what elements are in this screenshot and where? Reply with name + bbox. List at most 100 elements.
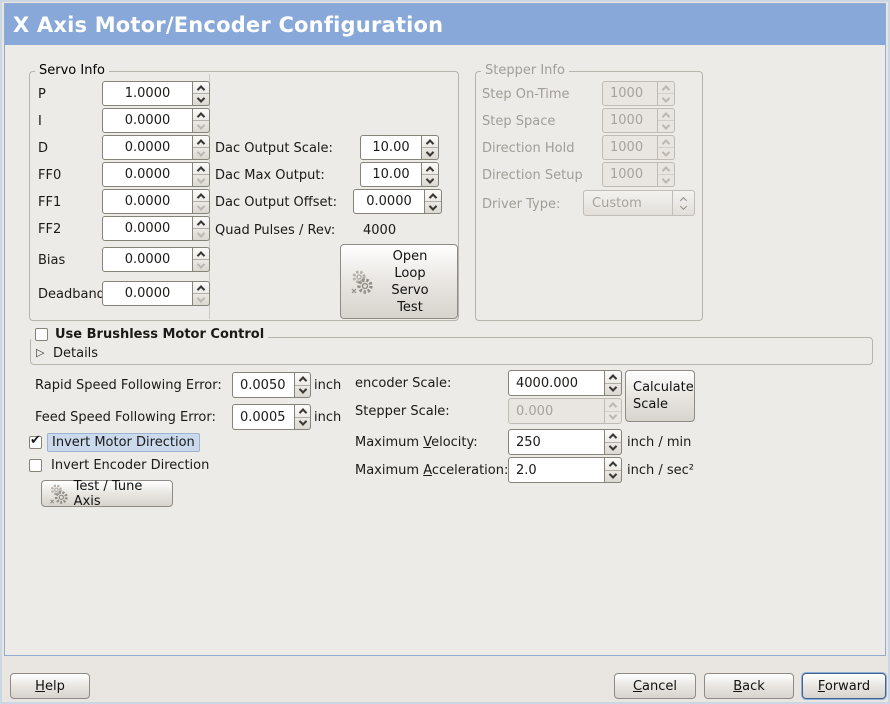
spin-up-icon[interactable] <box>295 373 310 385</box>
ff2-spin-buttons[interactable] <box>193 216 210 241</box>
test-tune-axis-button[interactable]: Test / Tune Axis <box>41 479 173 509</box>
ff2-label: FF2 <box>38 222 62 237</box>
spin-up-icon[interactable] <box>193 109 209 121</box>
step-on-time-label: Step On-Time <box>482 87 570 102</box>
bias-spin-buttons[interactable] <box>193 247 210 272</box>
cancel-button[interactable]: Cancel <box>614 673 696 699</box>
ff2-input[interactable]: 0.0000 <box>102 216 193 241</box>
p-spin-buttons[interactable] <box>193 81 210 106</box>
ff1-input[interactable]: 0.0000 <box>102 189 193 214</box>
i-spin-buttons[interactable] <box>193 108 210 133</box>
stepper-scale-label: Stepper Scale: <box>355 404 450 419</box>
spin-up-icon[interactable] <box>605 371 621 383</box>
details-expander-label[interactable]: Details <box>53 346 99 361</box>
d-label: D <box>38 141 49 156</box>
help-button-label: Help <box>35 678 65 694</box>
maximum-velocity-spin-buttons[interactable] <box>605 429 622 455</box>
dac-output-scale-input[interactable]: 10.00 <box>360 135 422 160</box>
encoder-scale-spin-buttons[interactable] <box>605 370 622 396</box>
rapid-following-error-input[interactable]: 0.0050 <box>232 372 295 398</box>
d-spin-buttons[interactable] <box>193 135 210 160</box>
back-button[interactable]: Back <box>704 673 794 699</box>
i-input[interactable]: 0.0000 <box>102 108 193 133</box>
spin-up-icon[interactable] <box>193 82 209 94</box>
deadband-input[interactable]: 0.0000 <box>102 281 193 306</box>
expander-arrow-icon[interactable]: ▷ <box>36 346 45 359</box>
calculate-scale-button-label: Calculate Scale <box>633 380 694 412</box>
ff0-spin-buttons[interactable] <box>193 162 210 187</box>
spin-up-icon[interactable] <box>422 136 438 148</box>
checkmark-icon: ✔ <box>30 433 41 448</box>
spin-up-icon[interactable] <box>605 430 621 442</box>
open-loop-servo-test-button[interactable]: Open Loop Servo Test <box>340 244 458 319</box>
forward-button[interactable]: Forward <box>802 673 886 699</box>
dac-output-offset-input[interactable]: 0.0000 <box>353 189 425 214</box>
spin-down-icon[interactable] <box>605 382 621 396</box>
direction-setup-spin-buttons <box>658 162 675 187</box>
spin-up-icon[interactable] <box>193 136 209 148</box>
stepper-scale-spin-buttons <box>605 398 622 424</box>
maximum-acceleration-input[interactable]: 2.0 <box>508 457 605 483</box>
rapid-following-error-spin-buttons[interactable] <box>295 372 311 398</box>
servo-info-frame-label: Servo Info <box>35 63 109 78</box>
bias-input[interactable]: 0.0000 <box>102 247 193 272</box>
dac-output-offset-label: Dac Output Offset: <box>215 195 337 210</box>
spin-down-icon[interactable] <box>193 93 209 105</box>
encoder-scale-input[interactable]: 4000.000 <box>508 370 605 396</box>
page-title: X Axis Motor/Encoder Configuration <box>13 12 444 37</box>
spin-up-icon[interactable] <box>605 458 621 470</box>
feed-following-error-unit: inch <box>314 410 342 425</box>
spin-up-icon[interactable] <box>422 163 438 175</box>
dac-output-offset-spin-buttons[interactable] <box>425 189 442 214</box>
spin-down-icon[interactable] <box>422 147 438 159</box>
dac-max-output-input[interactable]: 10.00 <box>360 162 422 187</box>
spin-up-icon[interactable] <box>425 190 441 202</box>
rapid-following-error-label: Rapid Speed Following Error: <box>35 378 222 393</box>
spin-up-icon <box>605 399 621 411</box>
stepper-scale-input: 0.000 <box>508 398 605 424</box>
spin-down-icon[interactable] <box>295 416 310 430</box>
gears-icon <box>351 270 373 294</box>
use-brushless-checkbox[interactable] <box>35 328 48 341</box>
maximum-velocity-input[interactable]: 250 <box>508 429 605 455</box>
d-input[interactable]: 0.0000 <box>102 135 193 160</box>
dac-max-output-spin-buttons[interactable] <box>422 162 439 187</box>
help-button[interactable]: Help <box>10 673 90 699</box>
brushless-legend: Use Brushless Motor Control <box>31 326 269 343</box>
spin-down-icon[interactable] <box>605 469 621 483</box>
feed-following-error-input[interactable]: 0.0005 <box>232 404 295 430</box>
spin-up-icon[interactable] <box>193 248 209 260</box>
feed-following-error-label: Feed Speed Following Error: <box>35 410 216 425</box>
spin-down-icon[interactable] <box>605 441 621 455</box>
stepper-info-frame <box>475 71 703 321</box>
deadband-spin-buttons[interactable] <box>193 281 210 306</box>
spin-down-icon[interactable] <box>425 201 441 213</box>
calculate-scale-button[interactable]: Calculate Scale <box>625 370 695 422</box>
spin-up-icon[interactable] <box>193 163 209 175</box>
stepper-info-frame-label: Stepper Info <box>481 63 569 78</box>
spin-up-icon[interactable] <box>193 282 209 294</box>
maximum-acceleration-spin-buttons[interactable] <box>605 457 622 483</box>
spin-down-icon <box>193 174 209 186</box>
invert-motor-direction-checkbox[interactable]: ✔ <box>29 433 42 449</box>
use-brushless-label: Use Brushless Motor Control <box>55 327 265 342</box>
spin-up-icon[interactable] <box>193 190 209 202</box>
maximum-acceleration-unit: inch / sec² <box>627 463 695 478</box>
invert-encoder-direction-label[interactable]: Invert Encoder Direction <box>51 458 210 473</box>
spin-up-icon <box>658 82 674 94</box>
spin-down-icon[interactable] <box>422 174 438 186</box>
gears-icon <box>50 483 68 504</box>
p-input[interactable]: 1.0000 <box>102 81 193 106</box>
spin-up-icon[interactable] <box>295 405 310 417</box>
spin-down-icon[interactable] <box>295 384 310 398</box>
invert-encoder-direction-checkbox[interactable] <box>29 459 42 472</box>
dac-output-scale-spin-buttons[interactable] <box>422 135 439 160</box>
spin-up-icon <box>658 163 674 175</box>
ff0-input[interactable]: 0.0000 <box>102 162 193 187</box>
invert-motor-direction-label[interactable]: Invert Motor Direction <box>47 433 200 452</box>
direction-setup-input: 1000 <box>602 162 658 187</box>
ff1-spin-buttons[interactable] <box>193 189 210 214</box>
feed-following-error-spin-buttons[interactable] <box>295 404 311 430</box>
spin-up-icon[interactable] <box>193 217 209 229</box>
